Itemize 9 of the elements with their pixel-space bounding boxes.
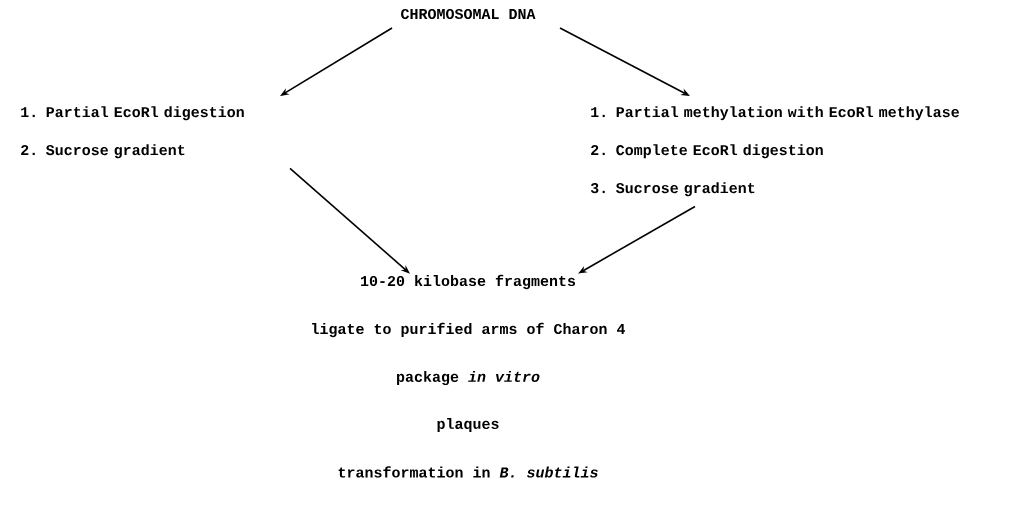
step-text: plaques (437, 418, 499, 432)
step-text: ligate to purified arms of Charon 4 (312, 322, 625, 338)
step-list: 1. Partial methylation with EcoRl methylase 2. Complete EcoRl digestion 3. Sucrose gradient (590, 106, 959, 197)
arrow (289, 167, 410, 274)
step-list: 1. Partial EcoRl digestion 2. Sucrose gradient (21, 106, 244, 159)
step-text: 10-20 kilobase fragments (361, 274, 576, 290)
step-text: CHROMOSOMAL DNA (401, 8, 536, 20)
step-text: transformation in B. subtilis (338, 466, 598, 478)
step-text: package in vitro (397, 370, 540, 385)
